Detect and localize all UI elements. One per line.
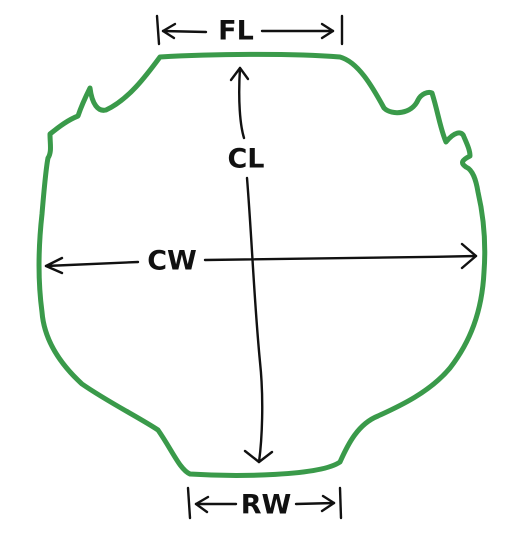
rw-label: RW	[241, 490, 292, 521]
cw-label: CW	[147, 246, 197, 277]
rw-arrow	[186, 486, 343, 520]
cw-arrow	[44, 242, 478, 275]
cl-arrow	[229, 66, 274, 464]
carapace-outline	[36, 51, 488, 478]
fl-arrow	[155, 14, 344, 46]
fl-label: FL	[218, 16, 254, 47]
cl-label: CL	[227, 144, 264, 175]
